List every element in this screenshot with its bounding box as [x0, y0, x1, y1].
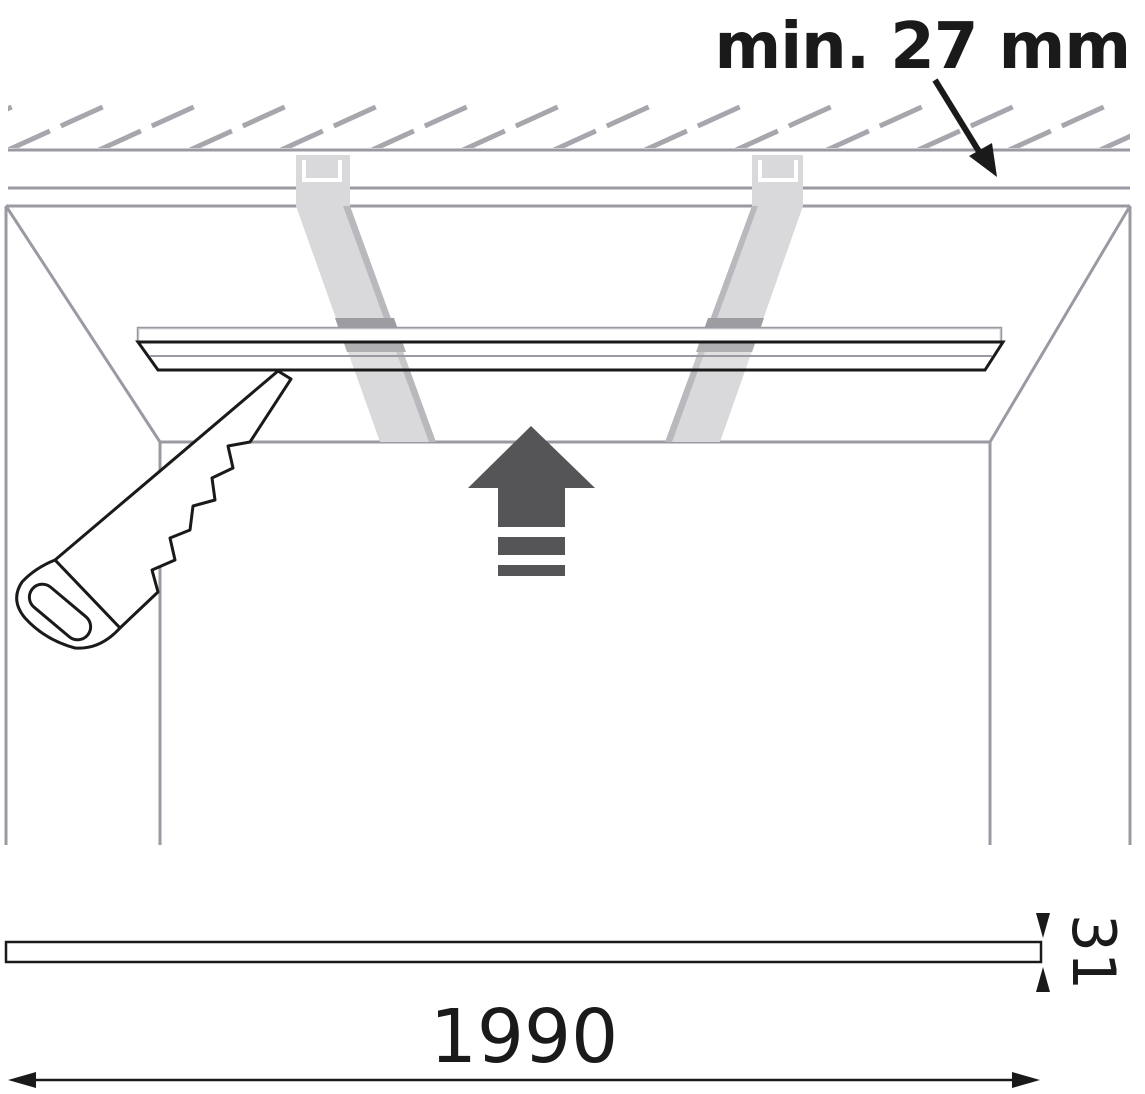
hatch-line [97, 104, 207, 148]
hatch-line [825, 104, 935, 148]
height-dimension-label: 31 [1058, 914, 1128, 990]
hatch-line [8, 104, 116, 148]
hatch-line [552, 104, 662, 148]
hatch-line [8, 104, 25, 112]
led-profile [135, 326, 1006, 372]
min-clearance-label: min. 27 mm [715, 10, 1131, 84]
profile-side-view [4, 940, 1043, 964]
hatch-line [370, 104, 480, 148]
pointer-arrow-icon [932, 78, 997, 177]
mounting-strip-left [296, 155, 436, 442]
hand-saw-icon [15, 369, 293, 650]
length-dimension-line [8, 1072, 1040, 1088]
ceiling-hatch [8, 104, 1130, 148]
clip-left [302, 160, 342, 182]
hatch-line [279, 104, 389, 148]
hatch-line [188, 104, 298, 148]
room-outline [4, 204, 1132, 845]
hatch-line [1007, 104, 1117, 148]
hatch-line [734, 104, 844, 148]
mounting-strip-right [665, 155, 803, 442]
length-dimension-label: 1990 [430, 994, 618, 1080]
hatch-line [461, 104, 571, 148]
height-dimension-arrows [1036, 913, 1050, 992]
clip-right [758, 160, 798, 182]
hatch-line [1098, 133, 1130, 148]
push-up-arrow-icon [468, 426, 595, 576]
hatch-line [916, 104, 1026, 148]
hatch-line [643, 104, 753, 148]
